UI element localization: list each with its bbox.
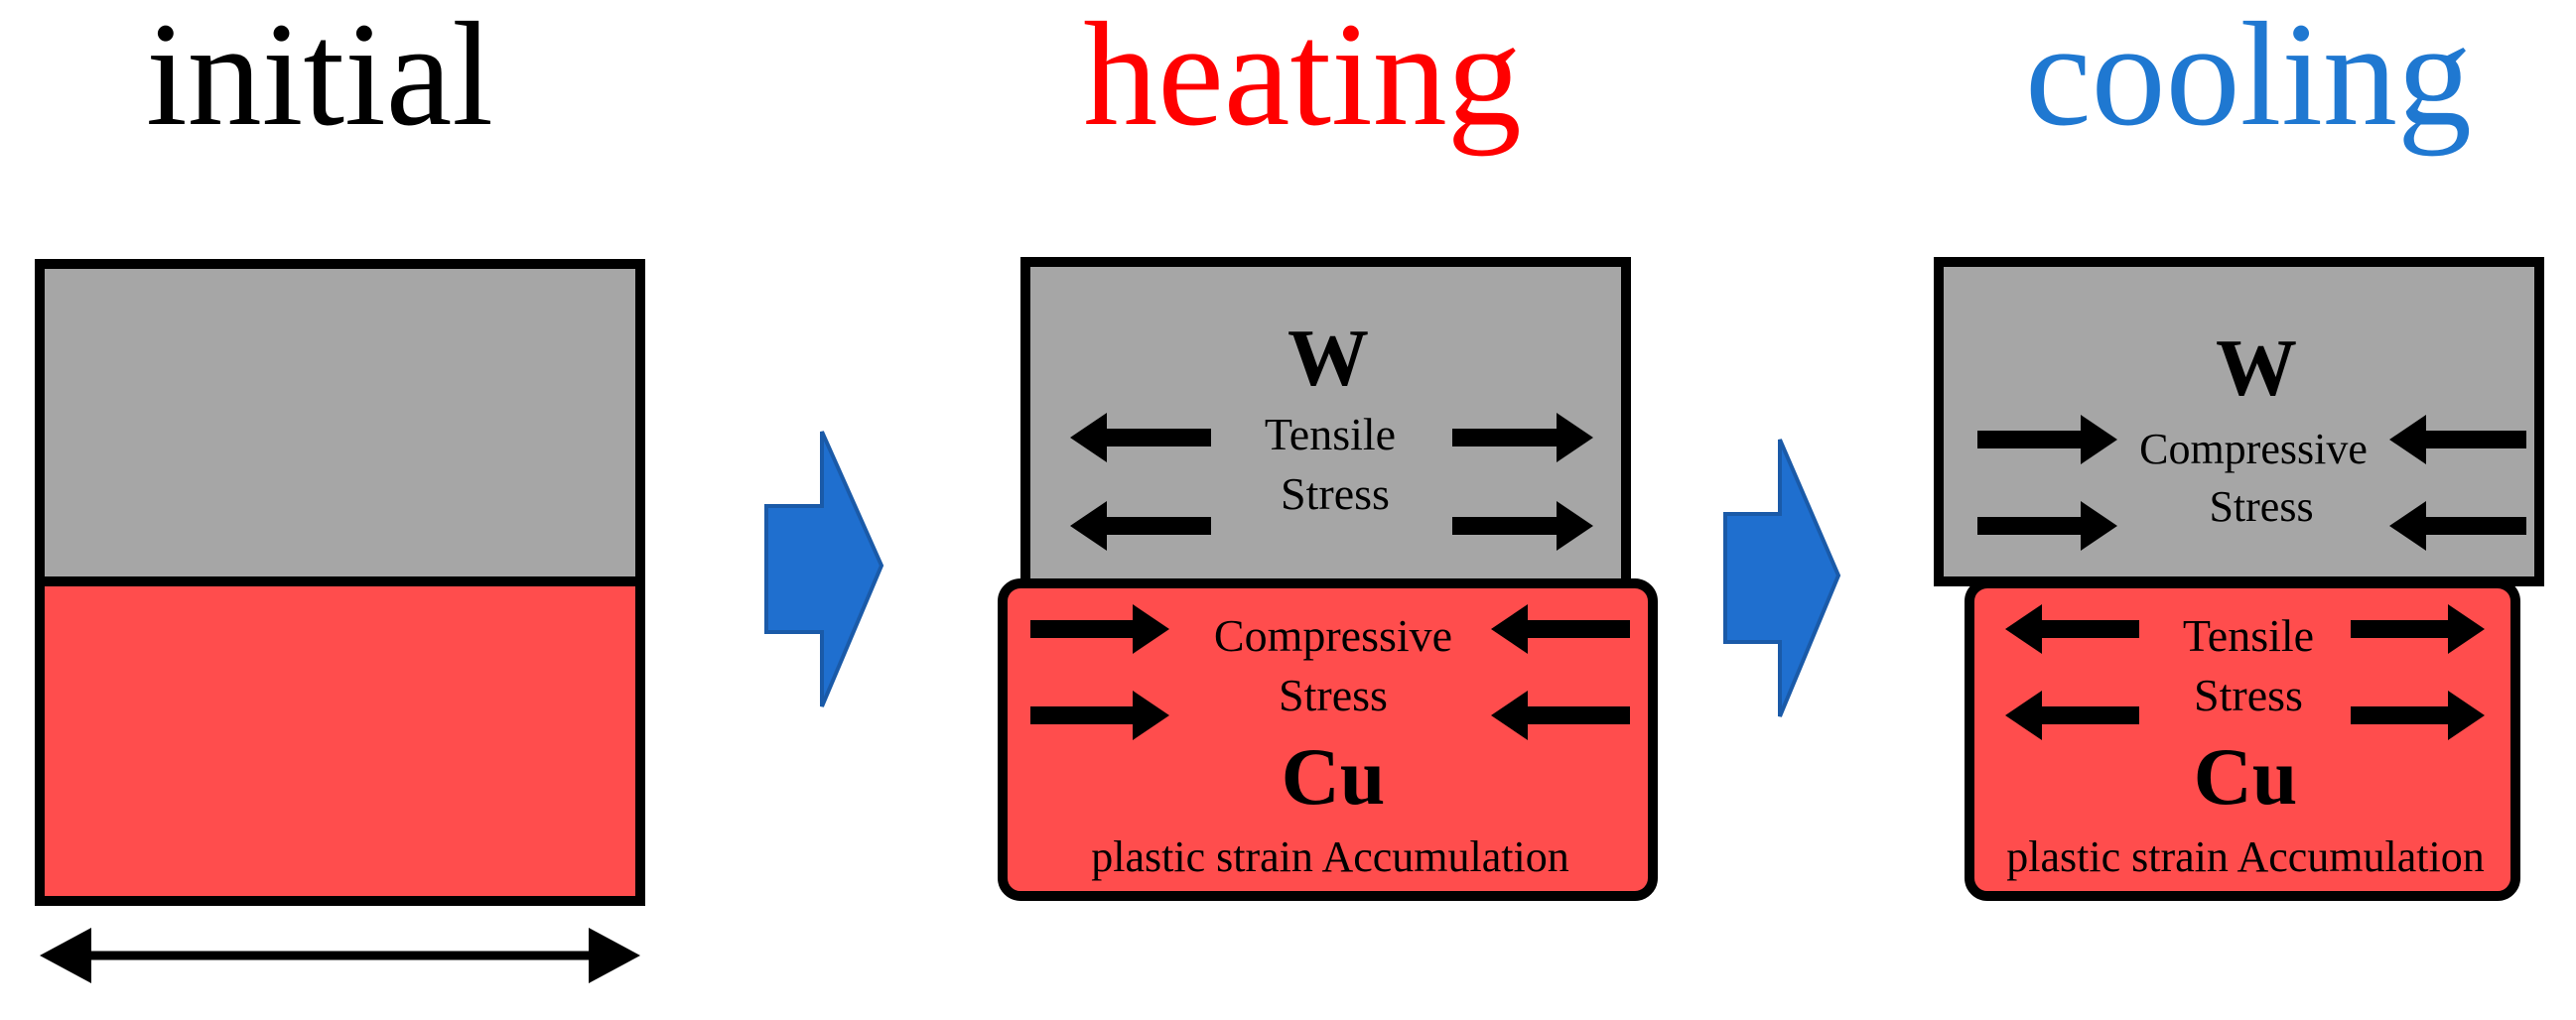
title-initial: initial [146,0,493,157]
cooling-cu-arrow-right-top-icon [2351,604,2485,654]
cooling-cu-note: plastic strain Accumulation [2006,832,2484,881]
heating-cu-note: plastic strain Accumulation [1091,832,1568,881]
heating-w-stress-line2: Stress [1281,468,1390,519]
heating-cu-arrow-left-top-icon [1030,604,1169,654]
heating-cu-stress-line1: Compressive [1214,610,1452,661]
heating-cu-arrow-right-bottom-icon [1491,691,1630,740]
heating-stage: W Tensile Stress Compressive Stress [998,257,1658,901]
process-arrow-icon [1723,439,1841,717]
heating-cu-arrow-right-top-icon [1491,604,1630,654]
heating-cu-arrow-left-bottom-icon [1030,691,1169,740]
heating-cu-stress-line2: Stress [1279,670,1388,720]
heating-w-arrow-left-bottom-icon [1070,501,1211,551]
cooling-w-arrow-left-top-icon [1977,415,2117,464]
cooling-cu-label: Cu [2194,731,2298,822]
heating-w-stress-line1: Tensile [1265,409,1396,459]
heating-w-arrow-left-top-icon [1070,413,1211,462]
cooling-cu-stress-line2: Stress [2194,670,2303,720]
heating-cu-label: Cu [1282,731,1386,822]
initial-tungsten-block [35,259,645,586]
cooling-w-label: W [2216,322,2297,413]
cooling-cu-stress-line1: Tensile [2183,610,2314,661]
heating-copper-block [998,578,1658,901]
cooling-cu-arrow-left-bottom-icon [2005,691,2139,740]
cooling-w-stress-line2: Stress [2209,482,2313,531]
title-heating: heating [1083,0,1522,157]
heating-w-arrow-right-bottom-icon [1452,501,1593,551]
cooling-cu-arrow-left-top-icon [2005,604,2139,654]
title-cooling: cooling [2025,0,2472,157]
initial-width-arrow-icon [40,928,640,983]
cooling-w-stress-line1: Compressive [2139,425,2368,473]
cooling-w-arrow-right-bottom-icon [2389,501,2526,551]
initial-copper-block [35,576,645,906]
cooling-stage: W Compressive Stress Tensile Stress [1934,257,2544,901]
heating-w-label: W [1288,313,1369,403]
initial-stage [35,259,645,983]
process-arrow-icon [764,431,884,707]
cooling-copper-block [1965,578,2520,901]
cooling-w-arrow-left-bottom-icon [1977,501,2117,551]
heating-w-arrow-right-top-icon [1452,413,1593,462]
cooling-w-arrow-right-top-icon [2389,415,2526,464]
cooling-cu-arrow-right-bottom-icon [2351,691,2485,740]
